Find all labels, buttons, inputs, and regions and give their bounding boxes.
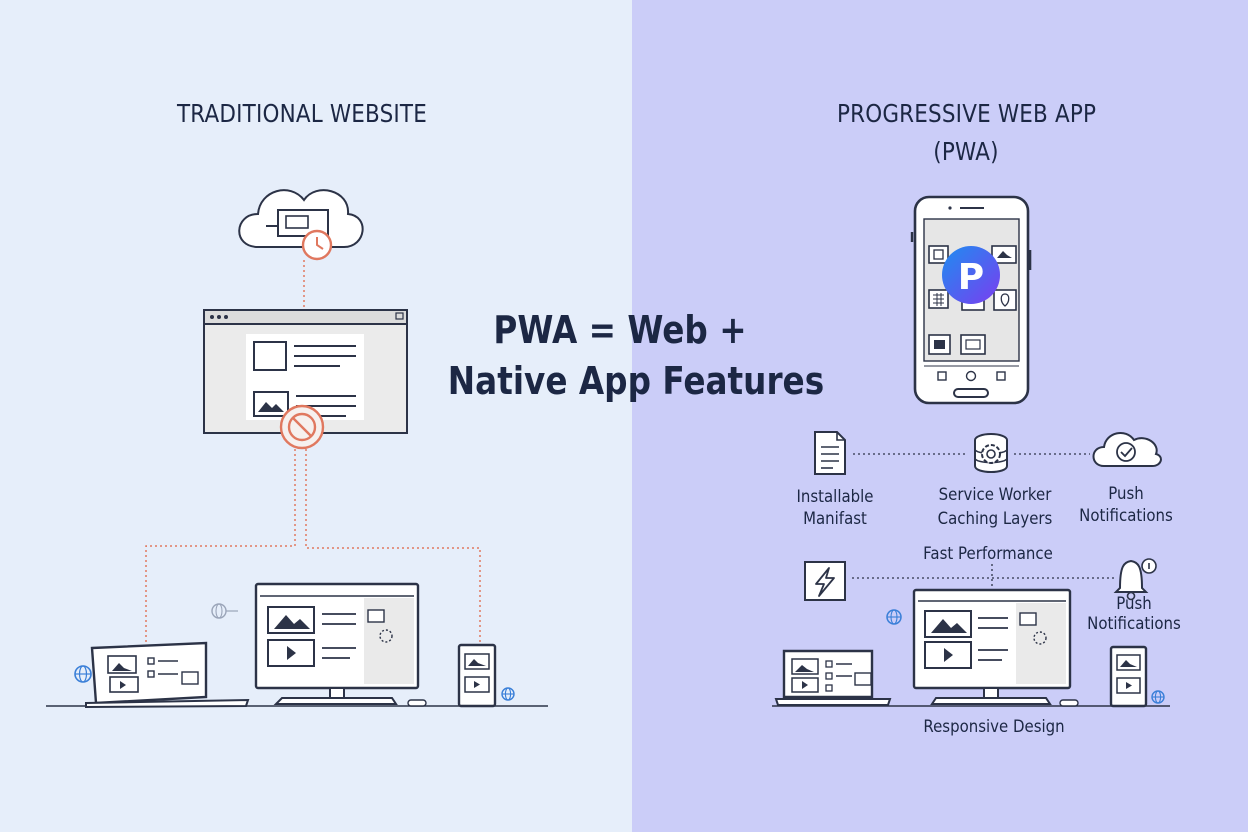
monitor-icon: [912, 588, 1079, 707]
database-gear-icon: [974, 433, 1008, 473]
globe-icon: [501, 687, 515, 701]
push-notifications-bottom-label-2: Notifications: [1087, 614, 1181, 634]
pwa-app-logo-icon: P: [942, 246, 1000, 304]
cloud-check-icon: [1092, 431, 1162, 467]
cloud-clock-icon: [238, 189, 364, 261]
installable-manifest-label-1: Installable: [796, 487, 874, 507]
service-worker-label-2: Caching Layers: [937, 509, 1053, 529]
pwa-title-line1: PROGRESSIVE WEB APP: [837, 99, 1097, 128]
mobile-icon: [457, 643, 497, 708]
mobile-icon: [1109, 645, 1148, 708]
monitor-icon: [254, 582, 427, 707]
laptop-icon: [85, 641, 250, 709]
fast-performance-label: Fast Performance: [923, 544, 1053, 564]
globe-icon: [886, 609, 902, 625]
manifest-document-icon: [814, 431, 846, 475]
push-notifications-top-label-2: Notifications: [1079, 506, 1173, 526]
lightning-icon: [804, 561, 846, 601]
globe-icon: [74, 665, 92, 683]
push-notifications-top-label-1: Push: [1108, 484, 1144, 504]
installable-manifest-label-2: Manifast: [803, 509, 867, 529]
connection-lines: [145, 449, 481, 645]
center-heading-line1: PWA = Web +: [493, 308, 747, 352]
center-heading-line2: Native App Features: [447, 359, 825, 403]
pwa-title-line2: (PWA): [933, 137, 999, 166]
laptop-icon: [774, 649, 892, 706]
push-notifications-bottom-label-1: Push: [1116, 594, 1152, 614]
traditional-website-title: TRADITIONAL WEBSITE: [176, 99, 427, 128]
blocked-icon: [279, 404, 325, 450]
responsive-design-label: Responsive Design: [923, 717, 1065, 737]
globe-icon: [211, 603, 238, 619]
bell-icon: [1113, 558, 1157, 601]
app-logo-letter: P: [958, 257, 984, 298]
service-worker-label-1: Service Worker: [938, 485, 1052, 505]
globe-icon: [1151, 690, 1165, 704]
